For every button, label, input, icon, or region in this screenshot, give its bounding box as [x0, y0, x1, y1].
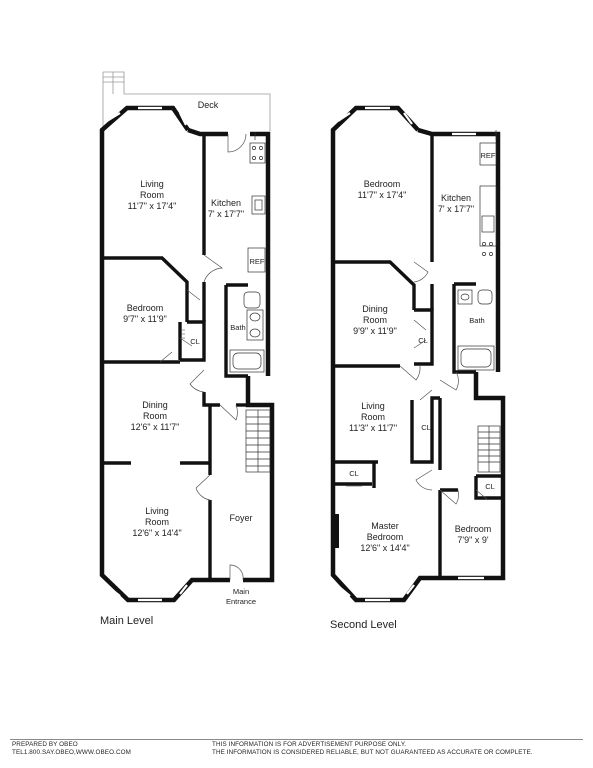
main-level-plan: Deck Living Room 11'7" x 17'4" Kitchen 7… [99, 71, 275, 627]
second-living-dim: 11'3" x 11'7" [349, 423, 397, 433]
second-dining-closet-label: CL [418, 336, 428, 345]
master-bedroom-dim: 12'6" x 14'4" [360, 543, 409, 553]
second-dining-name: Dining [362, 304, 388, 314]
main-dining-name2: Room [143, 411, 167, 421]
main-closet-label: CL [190, 337, 200, 346]
main-entrance-line1: Main [233, 587, 249, 596]
second-ref-label: REF [481, 151, 496, 160]
main-level-title: Main Level [100, 615, 153, 627]
foyer-label: Foyer [229, 513, 252, 523]
main-living-top-name: Living [140, 179, 164, 189]
second-bedroom-name: Bedroom [455, 524, 492, 534]
main-bath-label: Bath [230, 323, 245, 332]
second-interior-walls [333, 134, 503, 578]
second-door-swings [346, 261, 489, 505]
second-living-closet-label: CL [421, 423, 431, 432]
footer-left-line2: TEL1.800.SAY.OBEO,WWW.OBEO.COM [12, 749, 131, 756]
main-entrance-line2: Entrance [226, 597, 256, 606]
master-closet-label: CL [349, 469, 359, 478]
second-kitchen-dim: 7' x 17'7" [438, 204, 474, 214]
main-living-bottom-name: Living [145, 506, 169, 516]
main-door-swings [159, 133, 247, 581]
main-kitchen-fixtures [247, 132, 266, 273]
second-bath-fixtures [457, 289, 495, 371]
main-bedroom-dim: 9'7" x 11'9" [123, 314, 167, 324]
footer-prepared-by: PREPARED BY OBEO TEL1.800.SAY.OBEO,WWW.O… [12, 741, 131, 757]
second-living-name2: Room [361, 412, 385, 422]
second-level-plan: Bedroom 11'7" x 17'4" Kitchen 7' x 17'7"… [330, 105, 506, 631]
main-closet-detail [182, 329, 185, 339]
second-kitchen-name: Kitchen [441, 193, 471, 203]
second-dining-name2: Room [363, 315, 387, 325]
main-kitchen-name: Kitchen [211, 198, 241, 208]
main-bay-windows [106, 106, 188, 602]
master-bedroom-name: Master [371, 521, 399, 531]
second-stairs [477, 425, 501, 473]
deck [102, 71, 271, 131]
main-dining-dim: 12'6" x 11'7" [131, 422, 180, 432]
footer-divider [10, 739, 583, 740]
main-kitchen-dim: 7' x 17'7" [208, 209, 244, 219]
second-bedroom-closet-label: CL [485, 482, 495, 491]
main-living-bottom-dim: 12'6" x 14'4" [132, 528, 181, 538]
second-bedroom-top-name: Bedroom [364, 179, 401, 189]
second-level-title: Second Level [330, 619, 397, 631]
footer-disclaimer: THIS INFORMATION IS FOR ADVERTISEMENT PU… [212, 741, 533, 757]
second-bath-label: Bath [469, 316, 484, 325]
main-interior-walls [102, 134, 248, 580]
main-living-bottom-name2: Room [145, 517, 169, 527]
second-kitchen-fixtures [479, 130, 497, 256]
main-dining-name: Dining [142, 400, 168, 410]
second-windows [337, 106, 484, 602]
main-living-top-dim: 11'7" x 17'4" [128, 201, 177, 211]
second-bedroom-top-dim: 11'7" x 17'4" [358, 190, 407, 200]
second-living-name: Living [361, 401, 385, 411]
second-bedroom-dim: 7'9" x 9' [457, 535, 488, 545]
main-ref-label: REF [250, 257, 265, 266]
deck-label: Deck [198, 100, 219, 110]
main-stairs [245, 409, 271, 473]
main-bedroom-name: Bedroom [127, 303, 164, 313]
footer-left-line1: PREPARED BY OBEO [12, 741, 78, 748]
main-living-top-name2: Room [140, 190, 164, 200]
main-bath-fixtures [229, 291, 265, 373]
footer-right-line1: THIS INFORMATION IS FOR ADVERTISEMENT PU… [212, 741, 407, 748]
footer-right-line2: THE INFORMATION IS CONSIDERED RELIABLE, … [212, 749, 533, 756]
second-dining-dim: 9'9" x 11'9" [353, 326, 397, 336]
master-bedroom-name2: Bedroom [367, 532, 404, 542]
